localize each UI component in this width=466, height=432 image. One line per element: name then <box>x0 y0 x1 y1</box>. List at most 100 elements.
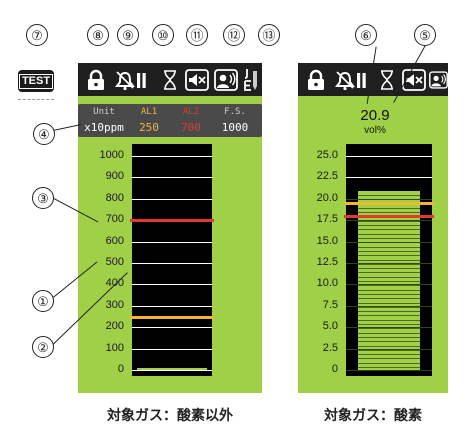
bar-fill-stripe <box>358 229 420 231</box>
scale-grid-line <box>132 348 212 350</box>
y-tick-label: 300 <box>105 298 124 311</box>
callout-12: ⑫ <box>223 24 245 46</box>
unit-value: x10ppm <box>84 121 124 134</box>
bar-fill-stripe <box>358 306 420 308</box>
scale-grid-line <box>132 305 212 307</box>
y-tick-label: 22.5 <box>316 170 338 183</box>
lock-icon <box>304 68 328 92</box>
bar-fill-stripe <box>358 250 420 252</box>
callout-3: ③ <box>32 187 54 209</box>
bar-fill-stripe <box>358 319 420 321</box>
bar-fill-stripe <box>358 259 420 261</box>
bar-fill-stripe <box>358 345 420 347</box>
bar-fill-stripe <box>358 207 420 209</box>
y-tick-label: 100 <box>105 341 124 354</box>
y-tick-label: 0 <box>331 363 338 375</box>
callout-5: ⑤ <box>414 24 436 46</box>
y-tick-label: 1000 <box>99 149 124 161</box>
al1-label: AL1 <box>140 107 158 117</box>
y-tick-label: 200 <box>105 320 124 333</box>
scale-grid-line <box>132 177 212 179</box>
dashed-divider <box>18 99 54 100</box>
bar-fill-stripe <box>358 328 420 330</box>
y-tick-label: 25.0 <box>316 149 338 161</box>
hourglass-icon <box>160 68 180 92</box>
al2-value: 700 <box>181 121 201 134</box>
y-tick-label: 600 <box>105 234 124 247</box>
bar-fill-stripe <box>358 332 420 334</box>
y-tick-label: 7.5 <box>322 298 338 311</box>
language-select-icon <box>241 68 259 92</box>
scale-grid-line <box>346 198 432 200</box>
right-target-gas-caption: 対象ガス：酸素 <box>324 408 422 424</box>
scale-grid-line <box>346 348 432 350</box>
scale-grid-line <box>346 327 432 329</box>
alarm-settings-box: Unit x10ppm AL1 250 AL2 700 F.S. 1000 <box>78 104 262 137</box>
left-target-gas-caption: 対象ガス：酸素以外 <box>107 408 233 424</box>
test-mode-badge: TEST <box>18 70 54 92</box>
bar-graph-background <box>132 144 212 376</box>
unit-label: Unit <box>93 107 115 117</box>
bar-fill-stripe <box>358 199 420 201</box>
bar-fill-stripe <box>358 349 420 351</box>
y-tick-label: 900 <box>105 170 124 183</box>
bar-fill-stripe <box>358 367 420 368</box>
callout-8: ⑧ <box>87 24 109 46</box>
scale-grid-line <box>132 284 212 286</box>
bar-fill-stripe <box>358 311 420 313</box>
alarm-level-line <box>344 202 434 206</box>
y-tick-label: 700 <box>105 213 124 226</box>
y-tick-label: 500 <box>105 256 124 268</box>
bar-fill-stripe <box>358 281 420 282</box>
voice-guidance-icon <box>213 68 239 92</box>
callout-1: ① <box>32 290 54 312</box>
al1-value: 250 <box>139 121 159 134</box>
bar-fill-stripe <box>358 285 420 287</box>
bar-fill-stripe <box>358 238 420 239</box>
callout-13: ⑬ <box>258 24 280 46</box>
bar-fill-stripe <box>358 268 420 270</box>
full-scale-value: 1000 <box>221 121 249 134</box>
callout-11: ⑪ <box>186 24 208 46</box>
scale-grid-line <box>132 370 212 371</box>
bar-fill-stripe <box>358 354 420 356</box>
bar-fill-stripe <box>358 324 420 325</box>
bar-fill-stripe <box>358 195 420 196</box>
bar-fill-stripe <box>358 302 420 304</box>
callout-9: ⑨ <box>117 24 139 46</box>
scale-grid-line <box>346 241 432 243</box>
bar-fill-stripe <box>358 341 420 343</box>
alarm-level-line <box>130 219 214 223</box>
scale-grid-line <box>132 198 212 200</box>
full-scale-label: F.S. <box>224 107 246 117</box>
scale-grid-line <box>346 177 432 179</box>
scale-grid-line <box>132 241 212 243</box>
y-tick-label: 20.0 <box>316 191 338 204</box>
bar-fill-stripe <box>358 362 420 364</box>
lock-icon <box>84 68 108 92</box>
al2-label: AL2 <box>182 107 200 117</box>
y-tick-label: 15.0 <box>316 234 338 247</box>
bar-fill-stripe <box>358 233 420 235</box>
bar-fill-stripe <box>358 255 420 257</box>
bar-fill-stripe <box>358 225 420 227</box>
bar-fill-stripe <box>358 212 420 214</box>
scale-grid-line <box>346 305 432 307</box>
bar-fill-stripe <box>358 336 420 338</box>
callout-6: ⑥ <box>355 24 377 46</box>
callout-7: ⑦ <box>26 24 48 46</box>
scale-grid-line <box>346 284 432 286</box>
y-tick-label: 2.5 <box>322 341 338 354</box>
scale-grid-line <box>132 327 212 329</box>
y-tick-label: 800 <box>105 191 124 204</box>
bar-fill-stripe <box>358 263 420 265</box>
bar-fill-stripe <box>358 358 420 360</box>
y-tick-label: 0 <box>117 363 124 375</box>
alarm-bell-pause-icon <box>333 68 369 92</box>
alarm-level-line <box>344 214 434 218</box>
y-tick-label: 12.5 <box>316 256 338 268</box>
scale-grid-line <box>346 220 432 222</box>
y-tick-label: 5.0 <box>322 320 338 333</box>
scale-grid-line <box>346 370 432 371</box>
y-tick-label: 10.0 <box>316 277 338 290</box>
